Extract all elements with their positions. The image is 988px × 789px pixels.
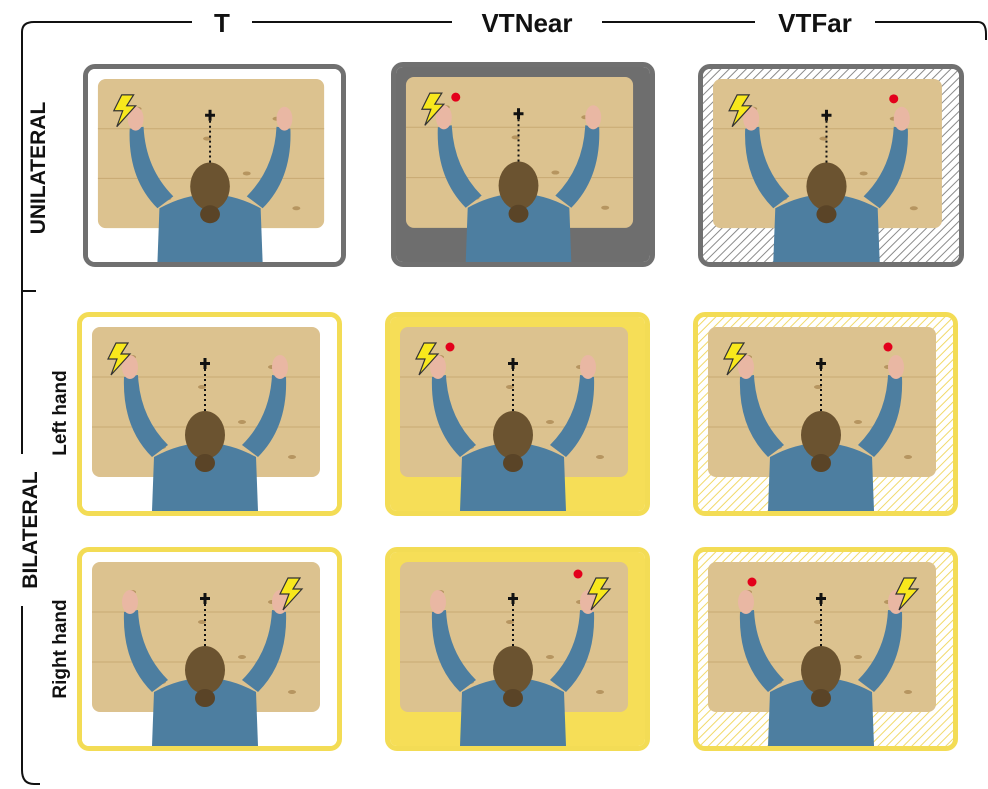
panel-right-hand-t [77, 547, 342, 751]
panel-left-hand-vtfar [693, 312, 958, 516]
panel-unilateral-t [83, 64, 346, 267]
visual-stimulus-dot [883, 342, 893, 352]
lightning-bolt-icon [112, 94, 137, 128]
group-label-unilateral: UNILATERAL [25, 92, 53, 244]
person-figure [430, 590, 596, 746]
lightning-bolt-icon [279, 577, 304, 611]
panel-right-hand-vtnear [385, 547, 650, 751]
fixation-cross [200, 593, 210, 604]
person-figure [435, 105, 602, 262]
panel-unilateral-vtfar [698, 64, 964, 267]
fixation-cross [200, 358, 210, 369]
person-figure [127, 106, 293, 262]
fixation-cross [816, 358, 826, 369]
panel-unilateral-vtnear [391, 62, 655, 267]
person-figure [430, 355, 596, 511]
lightning-bolt-icon [895, 577, 920, 611]
person-figure [743, 106, 910, 262]
visual-stimulus-dot [445, 342, 455, 352]
panel-left-hand-t [77, 312, 342, 516]
visual-stimulus-dot [747, 577, 757, 587]
visual-stimulus-dot [573, 569, 583, 579]
lightning-bolt-icon [728, 94, 753, 128]
row-label-left-hand: Left hand [48, 352, 74, 474]
group-label-bilateral: BILATERAL [17, 454, 45, 606]
lightning-bolt-icon [415, 342, 440, 376]
row-label-right-hand: Right hand [48, 583, 74, 715]
fixation-cross [508, 593, 518, 604]
lightning-bolt-icon [587, 577, 612, 611]
fixation-cross [821, 109, 832, 121]
panel-right-hand-vtfar [693, 547, 958, 751]
person-figure [122, 590, 288, 746]
column-header-vtfar: VTFar [755, 6, 875, 40]
person-figure [738, 590, 904, 746]
lightning-bolt-icon [420, 92, 446, 126]
fixation-cross [508, 358, 518, 369]
panel-left-hand-vtnear [385, 312, 650, 516]
person-figure [122, 355, 288, 511]
visual-stimulus-dot [889, 94, 899, 104]
person-figure [738, 355, 904, 511]
visual-stimulus-dot [451, 92, 461, 102]
column-header-vtnear: VTNear [452, 6, 602, 40]
lightning-bolt-icon [723, 342, 748, 376]
fixation-cross [816, 593, 826, 604]
lightning-bolt-icon [107, 342, 132, 376]
fixation-cross [513, 108, 524, 120]
fixation-cross [205, 109, 215, 121]
column-header-t: T [192, 6, 252, 40]
